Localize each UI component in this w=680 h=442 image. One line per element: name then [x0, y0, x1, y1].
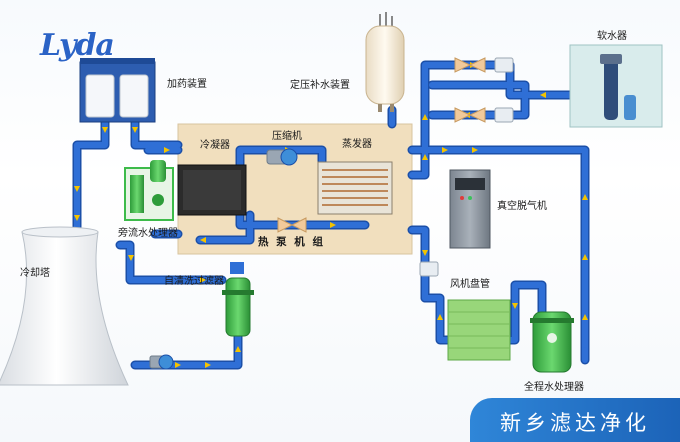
- vacuum-degasser: [449, 169, 491, 249]
- compressor-label: 压缩机: [272, 131, 302, 142]
- bypass-treater-label: 旁流水处理器: [118, 228, 178, 239]
- self-clean-filter-label: 自清洗过滤器: [164, 276, 224, 287]
- company-name: 新乡滤达净化: [500, 411, 650, 435]
- condenser-unit: [177, 164, 247, 216]
- softener-label: 软水器: [597, 31, 627, 42]
- self-clean-filter: [222, 262, 254, 337]
- cooling-tower-label: 冷却塔: [20, 268, 50, 279]
- full-treater: [530, 311, 574, 373]
- pressurizer-label: 定压补水装置: [290, 80, 350, 91]
- condenser-label: 冷凝器: [200, 140, 230, 151]
- pumps: [149, 57, 514, 370]
- flow-arrows: [74, 62, 588, 368]
- softener-pumps: [494, 57, 514, 123]
- evaporator-label: 蒸发器: [342, 139, 372, 150]
- cooling-tower: [0, 226, 129, 386]
- dosing-device-label: 加药装置: [167, 79, 207, 90]
- compressor-pump: [266, 148, 298, 166]
- pressurizer-tank: [365, 12, 405, 112]
- dosing-device: [79, 58, 156, 123]
- fan-coil-label: 风机盘管: [450, 279, 490, 290]
- valves: [277, 57, 486, 233]
- circulation-pump-bottom: [149, 354, 174, 370]
- heat-pump-label: 热 泵 机 组: [258, 236, 325, 248]
- softener: [569, 44, 663, 128]
- bypass-treater: [124, 160, 174, 221]
- company-banner: 新乡滤达净化: [470, 398, 680, 442]
- full-treater-label: 全程水处理器: [524, 382, 584, 393]
- fan-coil: [447, 299, 511, 361]
- vacuum-degasser-label: 真空脱气机: [497, 201, 547, 212]
- evaporator-unit: [317, 161, 393, 215]
- brand-logo: Lyda: [40, 28, 115, 63]
- fan-coil-pump: [419, 261, 439, 277]
